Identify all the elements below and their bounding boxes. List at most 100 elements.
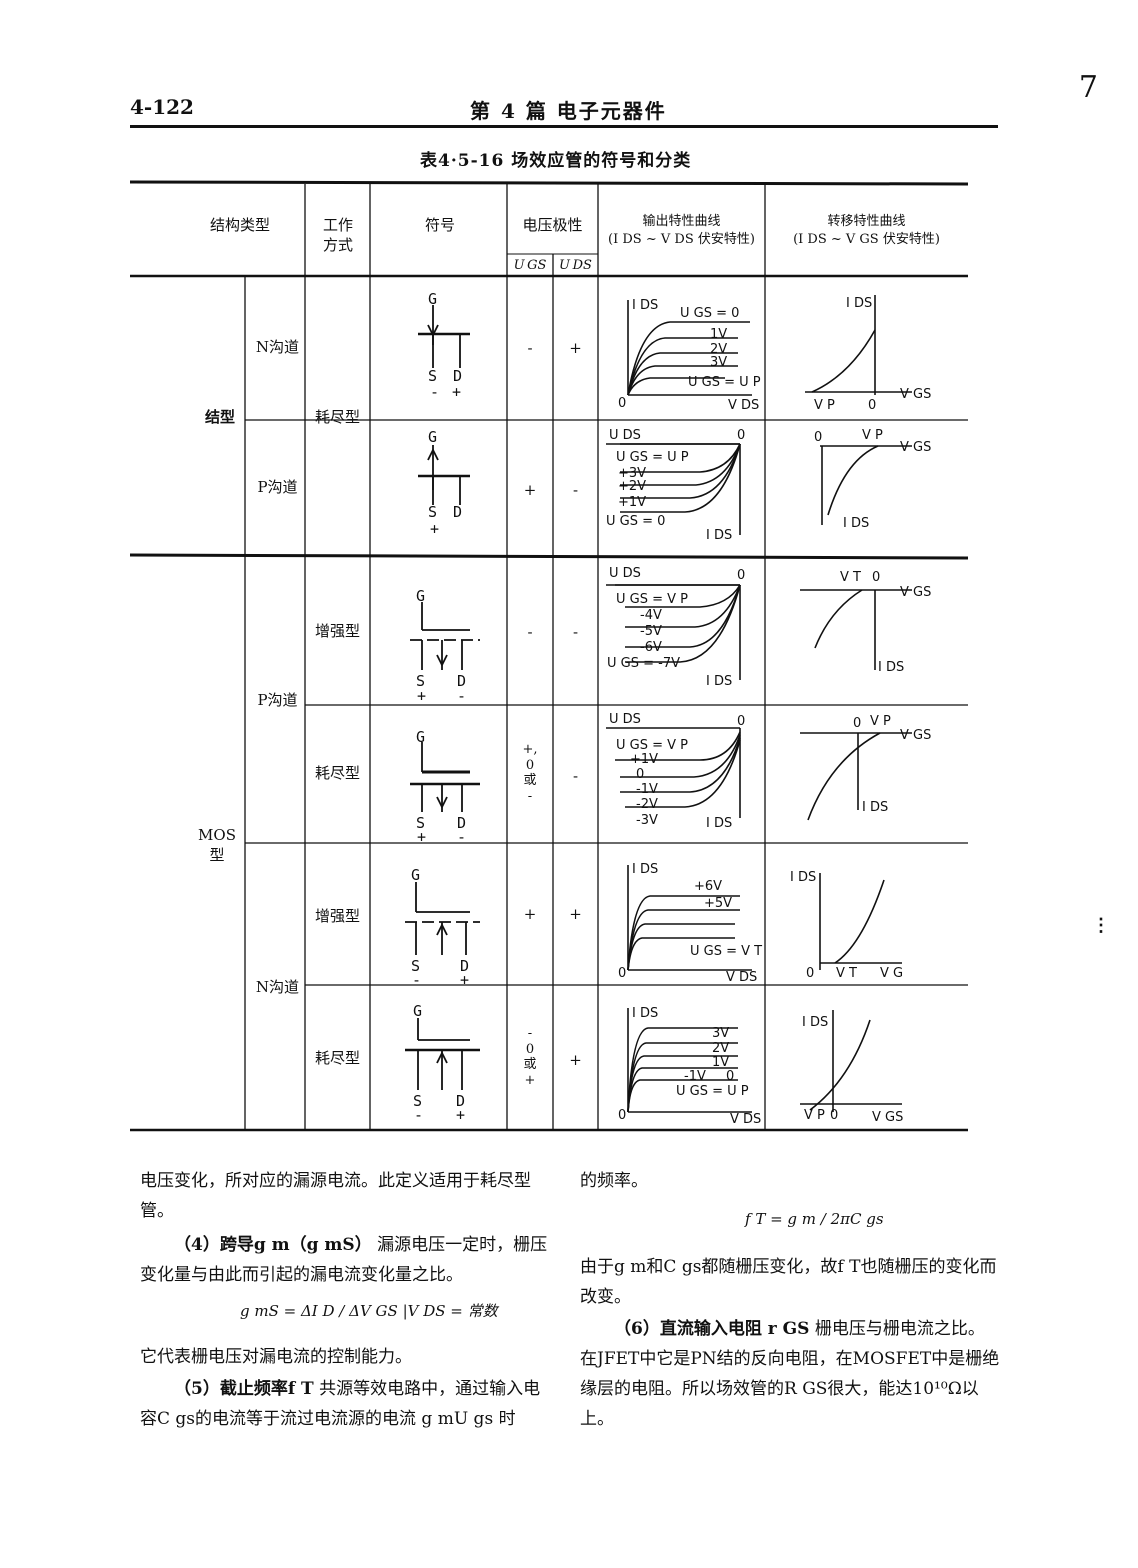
chapter-title: 第 4 篇 电子元器件: [470, 99, 667, 123]
r4-out-ylabel: U DS: [609, 712, 641, 727]
ugs-row5: +: [523, 905, 537, 923]
r5-out-ylabel: I DS: [632, 862, 659, 877]
pin-s-6: S: [413, 1092, 423, 1110]
pin-g-4: G: [416, 728, 426, 746]
r2-tr-p: V P: [862, 428, 883, 443]
r3-out-xlabel: I DS: [706, 674, 733, 689]
r4-curve-2: 0: [636, 767, 645, 782]
r3-tr-xlabel: V GS: [900, 585, 932, 600]
r5-out-origin: 0: [618, 966, 627, 981]
left-paragraph-2-title: （4）跨导g m（g mS）: [174, 1235, 372, 1255]
r4-curve-5: -3V: [636, 813, 658, 828]
pol-d-4: -: [457, 828, 467, 846]
r2-curve-0: U GS = U P: [616, 450, 689, 465]
pin-g-6: G: [413, 1002, 423, 1020]
uds-row4: -: [572, 767, 579, 785]
r1-curve-2: 2V: [710, 342, 728, 357]
right-paragraph-2: 由于g m和C gs都随栅压变化，故f T也随栅压的变化而改变。: [580, 1257, 997, 1307]
pin-s-1: S: [428, 367, 438, 385]
left-paragraph-3: 它代表栅电压对漏电流的控制能力。: [140, 1347, 412, 1367]
mode-row6: 耗尽型: [314, 1049, 360, 1067]
header-rule: [130, 125, 998, 128]
pol-s-4: +: [417, 828, 427, 846]
r3-out-origin: 0: [737, 568, 746, 583]
r5-tr-ylabel: I DS: [790, 870, 817, 885]
col-polarity: 电压极性: [522, 216, 583, 234]
r3-curve-3: -6V: [640, 640, 662, 655]
r1-curve-4: U GS = U P: [688, 375, 761, 390]
r3-curve-1: -4V: [640, 608, 662, 623]
col-ugs: U GS: [513, 258, 547, 273]
col-symbol: 符号: [424, 216, 455, 234]
right-paragraph-3-title: （6）直流输入电阻 r GS: [614, 1319, 810, 1339]
pol-s-2: +: [430, 520, 440, 538]
pin-s-2: S: [428, 503, 438, 521]
r4-tr-origin: 0: [853, 716, 862, 731]
r6-tr-origin: 0: [830, 1108, 839, 1123]
r1-tr-origin: 0: [868, 398, 877, 413]
page-number: 4-122: [130, 95, 194, 119]
r4-curve-4: -2V: [636, 797, 658, 812]
r2-out-xlabel: I DS: [706, 528, 733, 543]
r4-out-xlabel: I DS: [706, 816, 733, 831]
left-paragraph-4-body: 共源等效电路中，通过输入电容C gs的电流等于流过电流源的电流 g mU gs …: [140, 1379, 541, 1429]
pol-d-5: +: [460, 971, 470, 989]
mode-row5: 增强型: [314, 907, 360, 925]
r6-tr-xlabel: V GS: [872, 1110, 904, 1125]
ugs-row1: -: [527, 339, 533, 357]
r2-curve-4: U GS = 0: [606, 514, 666, 529]
r3-curve-2: -5V: [640, 624, 662, 639]
r4-curve-1: +1V: [630, 752, 659, 767]
r5-curve-0: +6V: [694, 879, 723, 894]
r6-curve-1: 2V: [712, 1041, 730, 1056]
pin-g-1: G: [428, 290, 438, 308]
mode-row3: 增强型: [314, 622, 360, 640]
r1-tr-ylabel: I DS: [846, 296, 873, 311]
left-paragraph-1: 电压变化，所对应的漏源电流。此定义适用于耗尽型管。: [140, 1171, 531, 1221]
r4-curve-0: U GS = V P: [616, 738, 688, 753]
r3-tr-origin: 0: [872, 570, 881, 585]
uds-row2: -: [572, 481, 579, 499]
r2-curve-1: +3V: [618, 466, 647, 481]
r3-curve-4: U GS = -7V: [607, 656, 680, 671]
right-paragraph-3-body: 栅电压与栅电流之比。在JFET中它是PN结的反向电阻，在MOSFET中是栅绝缘层…: [580, 1319, 1000, 1429]
r6-out-origin: 0: [618, 1108, 627, 1123]
col-structure: 结构类型: [209, 216, 270, 234]
group-junction-n: N沟道: [255, 338, 300, 356]
r2-tr-ylabel: I DS: [843, 516, 870, 531]
pol-s-5: -: [412, 971, 422, 989]
col-output-curve: 输出特性曲线 (I DS ~ V DS 伏安特性): [608, 214, 755, 247]
col-mode: 工作 方式: [322, 216, 353, 255]
r6-curve-3: 0: [726, 1069, 735, 1084]
r6-curve-4: -1V: [684, 1069, 706, 1084]
r1-out-origin: 0: [618, 396, 627, 411]
r6-out-xlabel: V DS: [730, 1112, 762, 1127]
r2-curve-2: +2V: [618, 479, 647, 494]
r5-tr-origin: 0: [806, 966, 815, 981]
ugs-row3: -: [527, 623, 533, 641]
r5-tr-p: V T: [836, 966, 857, 981]
pol-s-1: -: [430, 383, 440, 401]
r2-curve-3: +1V: [618, 495, 647, 510]
corner-mark: 7: [1078, 70, 1098, 105]
pin-s-3: S: [416, 672, 426, 690]
r5-out-xlabel: V DS: [726, 970, 758, 985]
r3-tr-p: V T: [840, 570, 861, 585]
right-paragraph-1: 的频率。: [580, 1171, 648, 1191]
uds-row5: +: [569, 905, 582, 923]
r1-tr-xlabel: V GS: [900, 387, 932, 402]
r4-out-origin: 0: [737, 714, 746, 729]
col-transfer-curve: 转移特性曲线 (I DS ~ V GS 伏安特性): [793, 214, 940, 247]
r2-out-origin: 0: [737, 428, 746, 443]
pin-g-3: G: [416, 587, 426, 605]
r6-tr-ylabel: I DS: [802, 1015, 829, 1030]
pin-s-4: S: [416, 814, 426, 832]
r3-out-ylabel: U DS: [609, 566, 641, 581]
r3-tr-ylabel: I DS: [878, 660, 905, 675]
right-paragraph-3: （6）直流输入电阻 r GS 栅电压与栅电流之比。在JFET中它是PN结的反向电…: [580, 1314, 1000, 1434]
r1-curve-3: 3V: [710, 355, 728, 370]
uds-row1: +: [569, 339, 582, 357]
r1-tr-p: V P: [814, 398, 835, 413]
